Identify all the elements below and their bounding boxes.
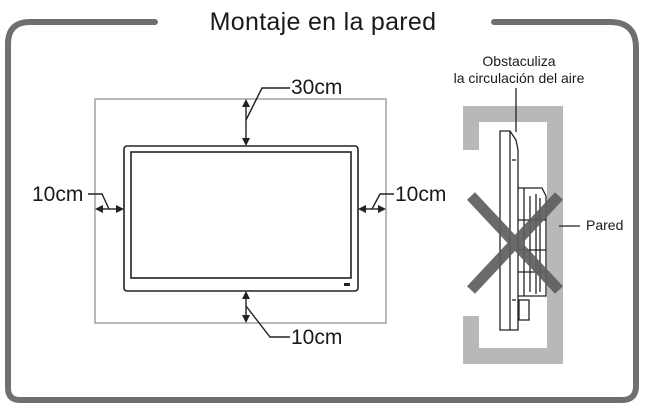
- left-clearance-arrow: [88, 193, 124, 213]
- tv-front-view: [123, 145, 359, 292]
- incorrect-cross-mark: [466, 192, 564, 294]
- top-clearance-arrow: [242, 87, 290, 146]
- obstruction-note-line2: la circulación del aire: [453, 70, 585, 86]
- wall-label: Pared: [586, 217, 624, 233]
- diagram-title: Montaje en la pared: [209, 8, 437, 36]
- clearance-zone: [94, 98, 387, 324]
- left-clearance-label: 10cm: [32, 183, 84, 206]
- wall-niche: [463, 106, 563, 364]
- bottom-clearance-label: 10cm: [291, 326, 343, 349]
- bottom-clearance-arrow: [242, 291, 290, 338]
- top-clearance-label: 30cm: [291, 76, 343, 99]
- right-clearance-label: 10cm: [395, 183, 447, 206]
- outer-frame: [5, 19, 639, 403]
- obstruction-note: Obstaculiza la circulación del aire: [424, 53, 614, 87]
- obstruction-note-line1: Obstaculiza: [482, 53, 556, 69]
- right-clearance-arrow: [358, 193, 394, 213]
